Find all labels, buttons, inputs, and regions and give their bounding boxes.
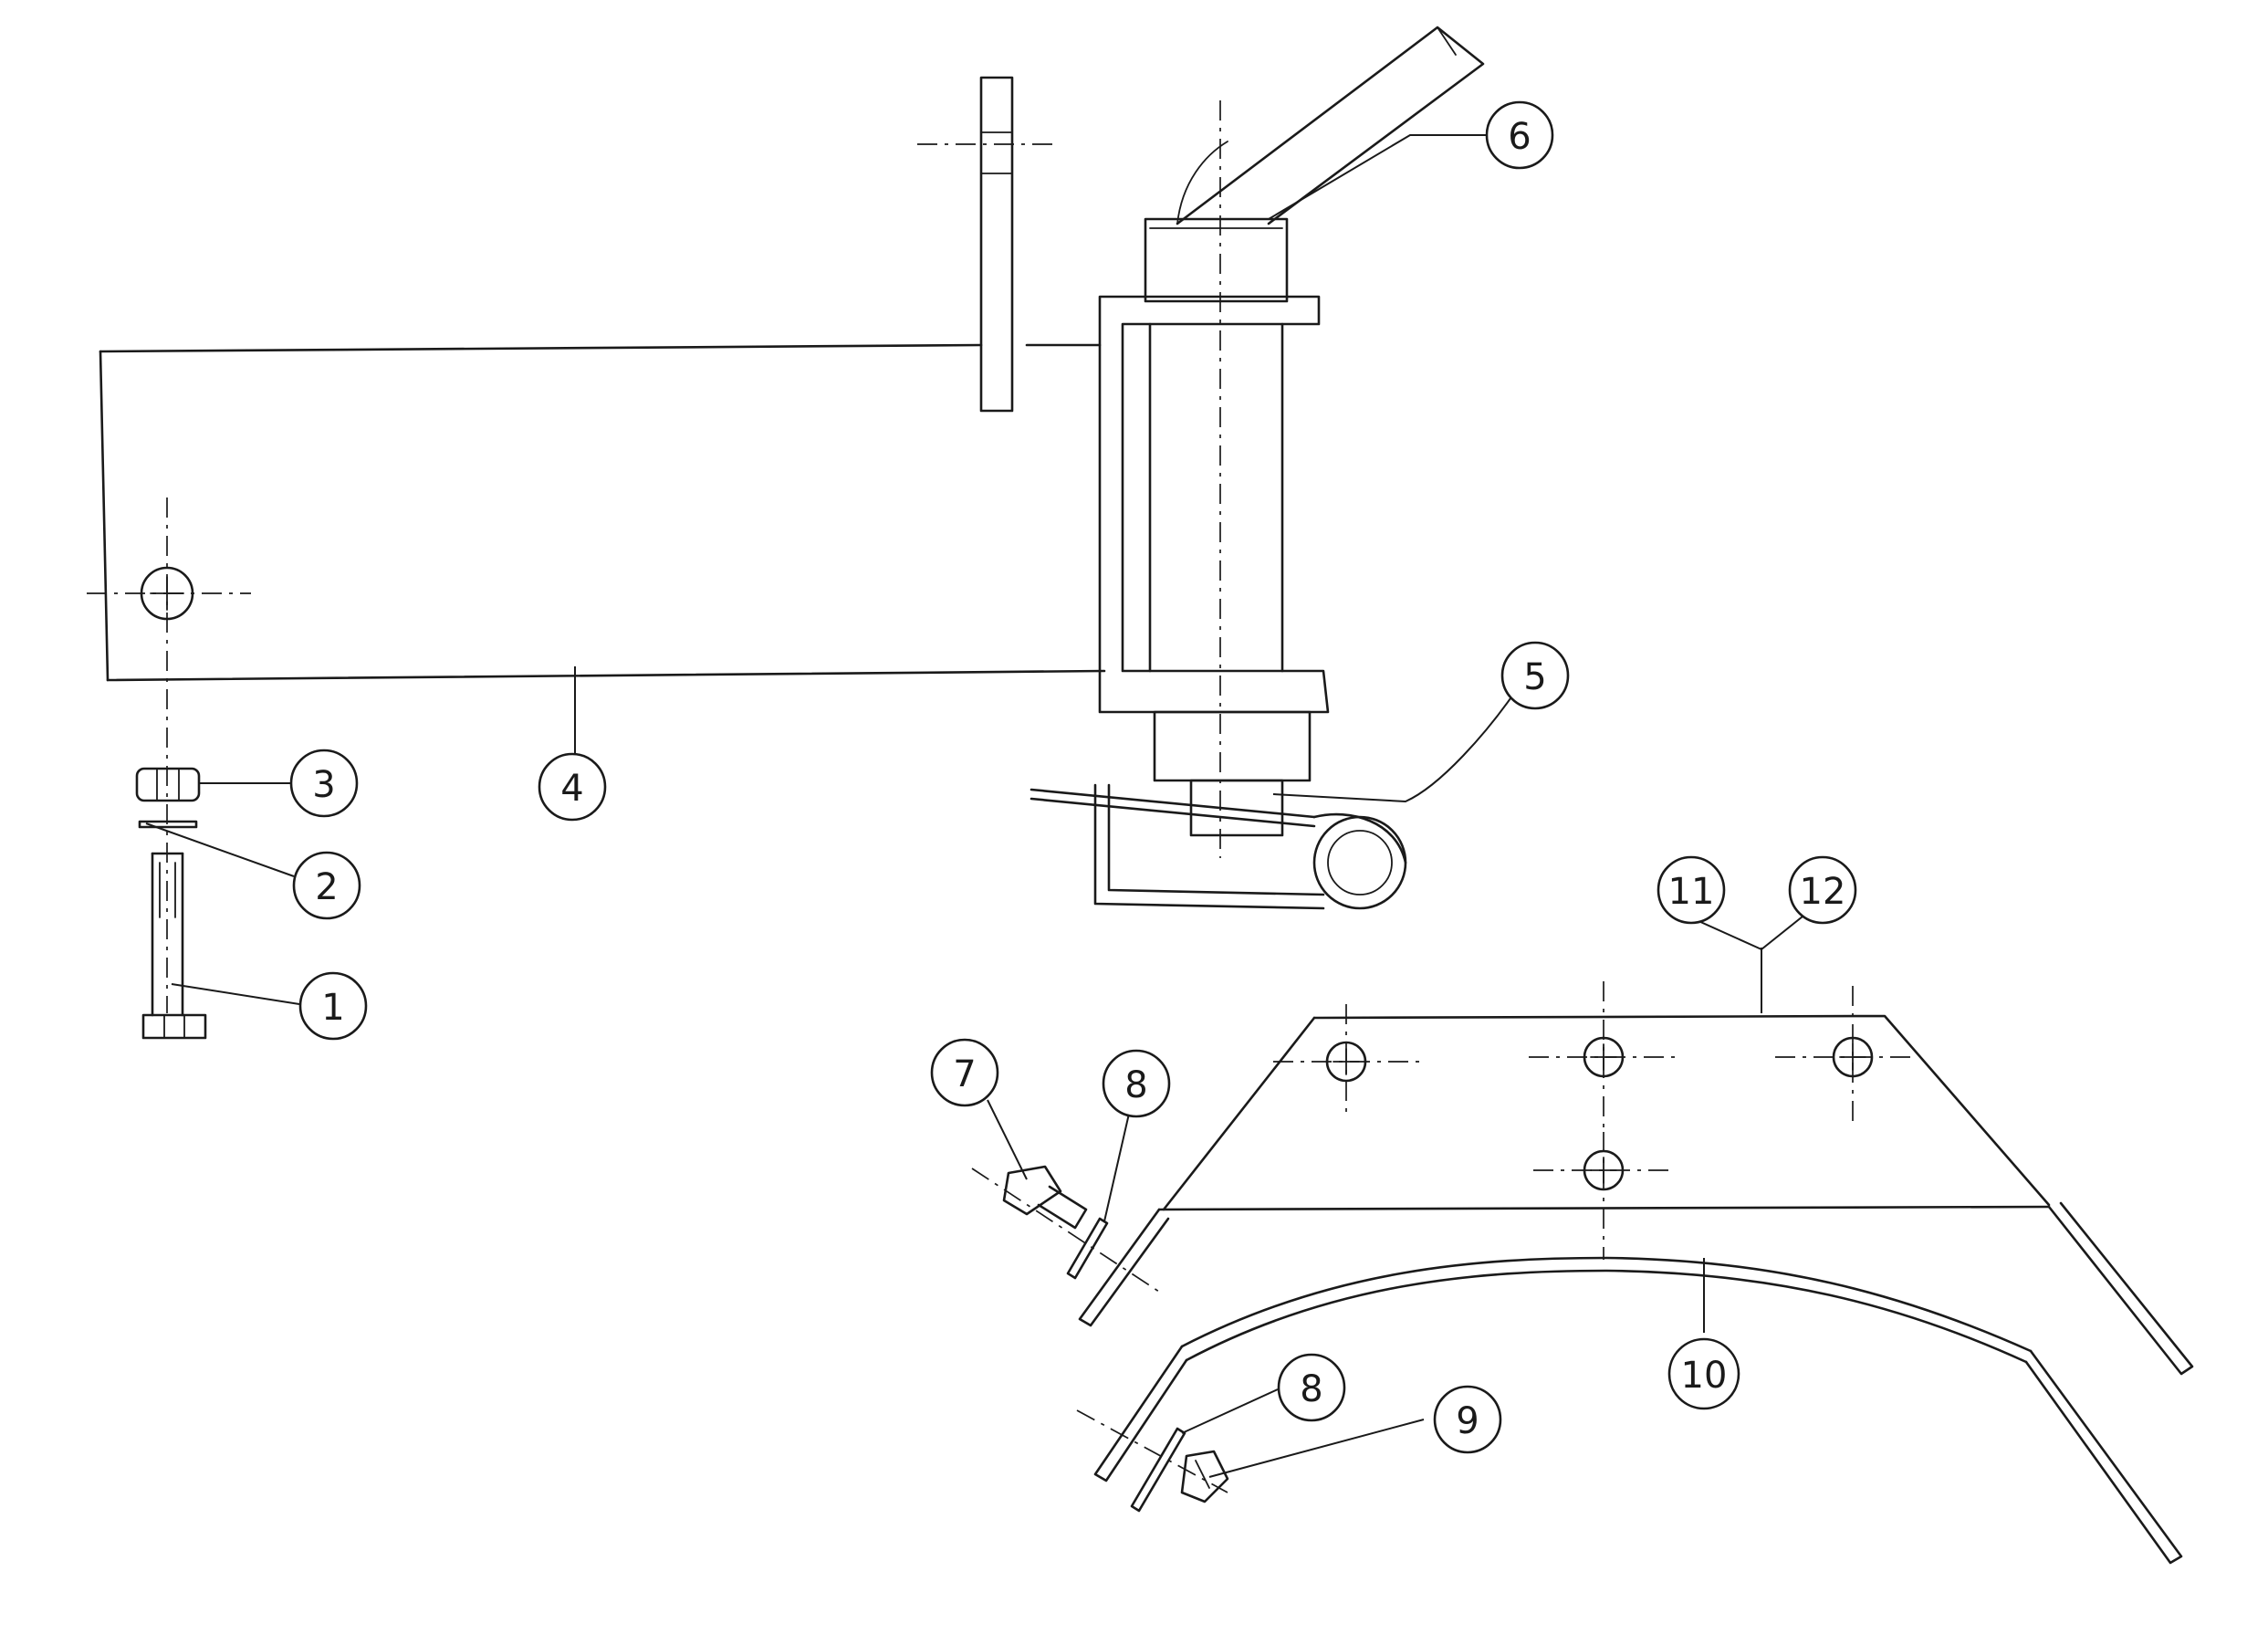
callout-8-lower: 8 xyxy=(1277,1353,1346,1422)
callout-4-label: 4 xyxy=(560,768,583,810)
callout-2: 2 xyxy=(292,851,361,920)
curved-guard xyxy=(1093,1256,2183,1565)
callout-8-upper: 8 xyxy=(1102,1049,1171,1118)
callout-6: 6 xyxy=(1485,100,1554,170)
callout-10-label: 10 xyxy=(1681,1355,1728,1397)
callout-2-label: 2 xyxy=(315,866,338,908)
bolt-assembly xyxy=(135,767,207,1040)
callout-5-label: 5 xyxy=(1523,656,1546,698)
vertical-plate xyxy=(917,76,1059,413)
callout-11-label: 11 xyxy=(1668,871,1715,913)
callout-11: 11 xyxy=(1657,855,1726,925)
callout-3: 3 xyxy=(289,749,359,818)
callout-3-label: 3 xyxy=(312,764,335,806)
callout-6-label: 6 xyxy=(1508,116,1531,158)
guard-bracket xyxy=(1078,981,2194,1376)
callout-12-label: 12 xyxy=(1800,871,1846,913)
callout-9-label: 9 xyxy=(1456,1400,1479,1442)
callout-8-lower-label: 8 xyxy=(1300,1368,1322,1410)
callout-1-label: 1 xyxy=(321,987,344,1029)
callout-8-upper-label: 8 xyxy=(1124,1064,1147,1106)
side-fasteners xyxy=(971,1165,1229,1513)
callout-10: 10 xyxy=(1667,1337,1740,1410)
callout-12: 12 xyxy=(1788,855,1857,925)
spring-pin xyxy=(1029,783,1407,910)
callout-7-label: 7 xyxy=(953,1053,976,1095)
pivot-tube-assembly xyxy=(1098,26,1485,858)
callout-4: 4 xyxy=(538,752,607,822)
arm-beam xyxy=(87,343,1106,1013)
leader-lines xyxy=(145,134,1808,1478)
callout-1: 1 xyxy=(298,971,368,1041)
callout-7: 7 xyxy=(930,1038,999,1107)
callout-9: 9 xyxy=(1433,1385,1502,1454)
callout-5: 5 xyxy=(1500,641,1570,710)
